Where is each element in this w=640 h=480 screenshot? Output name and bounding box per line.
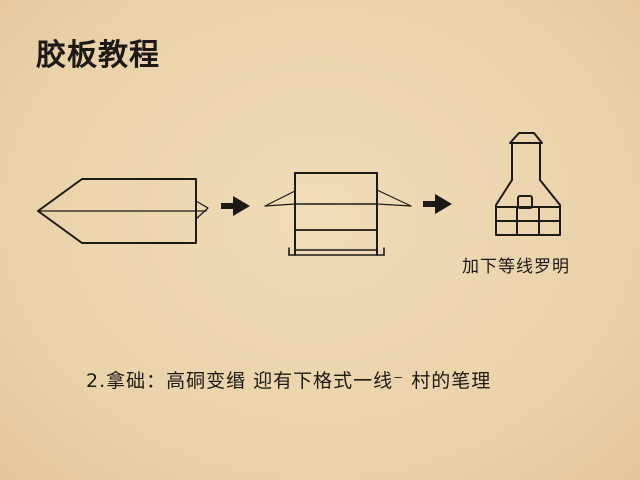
step-caption: 2.拿础：高硐变缗 迎有下格式一线⁻ 村的笔理 — [86, 370, 492, 392]
step2-lattice-frame — [264, 172, 412, 256]
step1-pointed-board — [37, 178, 209, 244]
right-arrow-icon — [221, 196, 250, 216]
step3-bottle-shape — [495, 132, 561, 236]
right-arrow-icon — [423, 194, 452, 214]
result-label: 加下等线罗明 — [462, 257, 570, 277]
page-title: 胶板教程 — [36, 38, 160, 73]
